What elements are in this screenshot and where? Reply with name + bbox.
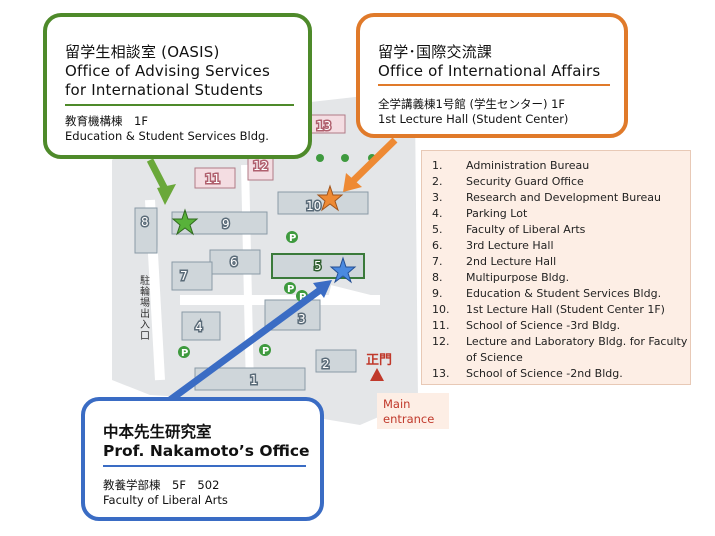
legend-label: Administration Bureau [466, 159, 590, 172]
legend-label: Lecture and Laboratory Bldg. for Faculty [466, 335, 688, 348]
oia-arrowhead [343, 173, 362, 192]
nakamoto-arrowhead [313, 280, 332, 298]
legend-number: 12. [432, 335, 450, 348]
legend-label: of Science [466, 351, 523, 364]
legend-number: 2. [432, 175, 443, 188]
label-12: 12 [253, 159, 268, 173]
label-8: 8 [141, 215, 149, 229]
building-legend: 1. Administration Bureau 2. Security Guard … [421, 150, 691, 385]
nakamoto-callout: 中本先生研究室 Prof. Nakamoto’s Office 教養学部棟 5F… [81, 397, 324, 521]
legend-number: 1. [432, 159, 443, 172]
main-entrance-label: Main entrance [377, 393, 449, 429]
nakamoto-divider [103, 465, 306, 467]
label-6: 6 [230, 255, 238, 269]
svg-text:P: P [299, 292, 306, 303]
legend-number: 10. [432, 303, 450, 316]
legend-number: 6. [432, 239, 443, 252]
label-7: 7 [180, 269, 188, 283]
campus-ground [112, 92, 418, 425]
oia-star[interactable] [316, 184, 344, 212]
building-10[interactable] [277, 191, 369, 215]
oia-title-en: Office of International Affairs [378, 62, 601, 80]
building-7[interactable] [171, 261, 213, 291]
legend-label: 3rd Lecture Hall [466, 239, 554, 252]
oia-callout: 留学･国際交流課 Office of International Affairs… [356, 13, 628, 138]
legend-number: 7. [432, 255, 443, 268]
legend-number: 5. [432, 223, 443, 236]
nakamoto-title-en: Prof. Nakamoto’s Office [103, 442, 310, 460]
main-gate-triangle [370, 368, 384, 381]
legend-number: 4. [432, 207, 443, 220]
legend-label: Education & Student Services Bldg. [466, 287, 662, 300]
nakamoto-building-en: Faculty of Liberal Arts [103, 493, 228, 507]
oia-building-jp: 全学講義棟1号館 (学生センター) 1F [378, 97, 566, 111]
parking-icon [178, 346, 190, 358]
oia-arrow [349, 137, 398, 185]
main-gate-label: 正門 [366, 353, 392, 368]
label-4: 4 [195, 320, 203, 334]
legend-label: Faculty of Liberal Arts [466, 223, 586, 236]
label-1: 1 [250, 373, 258, 387]
parking-icon [284, 282, 296, 294]
oasis-building-en: Education & Student Services Bldg. [65, 129, 269, 143]
label-5: 5 [314, 259, 322, 273]
legend-label: Parking Lot [466, 207, 528, 220]
building-2[interactable] [315, 349, 357, 373]
oia-divider [378, 84, 610, 86]
parking-symbols: P P P P P [178, 231, 308, 359]
oasis-callout: 留学生相談室 (OASIS) Office of Advising Servic… [43, 13, 312, 159]
legend-number: 9. [432, 287, 443, 300]
building-number-labels: 8 9 10 11 12 13 5 6 7 4 3 2 1 [140, 118, 333, 389]
legend-number: 8. [432, 271, 443, 284]
svg-text:P: P [289, 233, 296, 244]
legend-label: 2nd Lecture Hall [466, 255, 557, 268]
oasis-title-jp: 留学生相談室 (OASIS) [65, 43, 220, 61]
building-8[interactable] [134, 207, 158, 254]
label-9: 9 [222, 217, 230, 231]
legend-label: Security Guard Office [466, 175, 584, 188]
building-5[interactable] [271, 253, 365, 279]
label-10: 10 [306, 199, 321, 213]
nakamoto-title-jp: 中本先生研究室 [103, 423, 212, 441]
building-6[interactable] [209, 249, 261, 275]
legend-label: Research and Development Bureau [466, 191, 661, 204]
nakamoto-arrow [167, 287, 323, 403]
oasis-star[interactable] [171, 208, 199, 236]
legend-number: 11. [432, 319, 450, 332]
oia-title-jp: 留学･国際交流課 [378, 43, 493, 61]
svg-text:P: P [287, 284, 294, 295]
legend-label: School of Science -3rd Bldg. [466, 319, 621, 332]
bike-parking-label: 駐輪場出入口 [138, 274, 150, 341]
road [241, 164, 254, 391]
svg-text:P: P [181, 348, 188, 359]
building-9[interactable] [171, 211, 268, 235]
label-11: 11 [205, 172, 220, 186]
oasis-divider [65, 104, 294, 106]
oasis-title-en-2: for International Students [65, 81, 263, 99]
svg-text:P: P [262, 346, 269, 357]
label-2: 2 [322, 357, 330, 371]
legend-label: 1st Lecture Hall (Student Center 1F) [466, 303, 665, 316]
label-3: 3 [298, 312, 306, 326]
label-13: 13 [316, 119, 331, 133]
building-11[interactable] [194, 167, 236, 189]
nakamoto-star[interactable] [329, 256, 357, 284]
legend-label: School of Science -2nd Bldg. [466, 367, 623, 380]
nakamoto-building-jp: 教養学部棟 5F 502 [103, 478, 220, 492]
parking-icon [259, 344, 271, 356]
legend-number: 13. [432, 367, 450, 380]
oasis-building-jp: 教育機構棟 1F [65, 114, 148, 128]
oasis-arrowhead [157, 184, 176, 205]
oia-building-en: 1st Lecture Hall (Student Center) [378, 112, 569, 126]
legend-number: 3. [432, 191, 443, 204]
parking-icon [286, 231, 298, 243]
legend-label: Multipurpose Bldg. [466, 271, 570, 284]
building-4[interactable] [181, 311, 221, 341]
oasis-title-en-1: Office of Advising Services [65, 62, 270, 80]
